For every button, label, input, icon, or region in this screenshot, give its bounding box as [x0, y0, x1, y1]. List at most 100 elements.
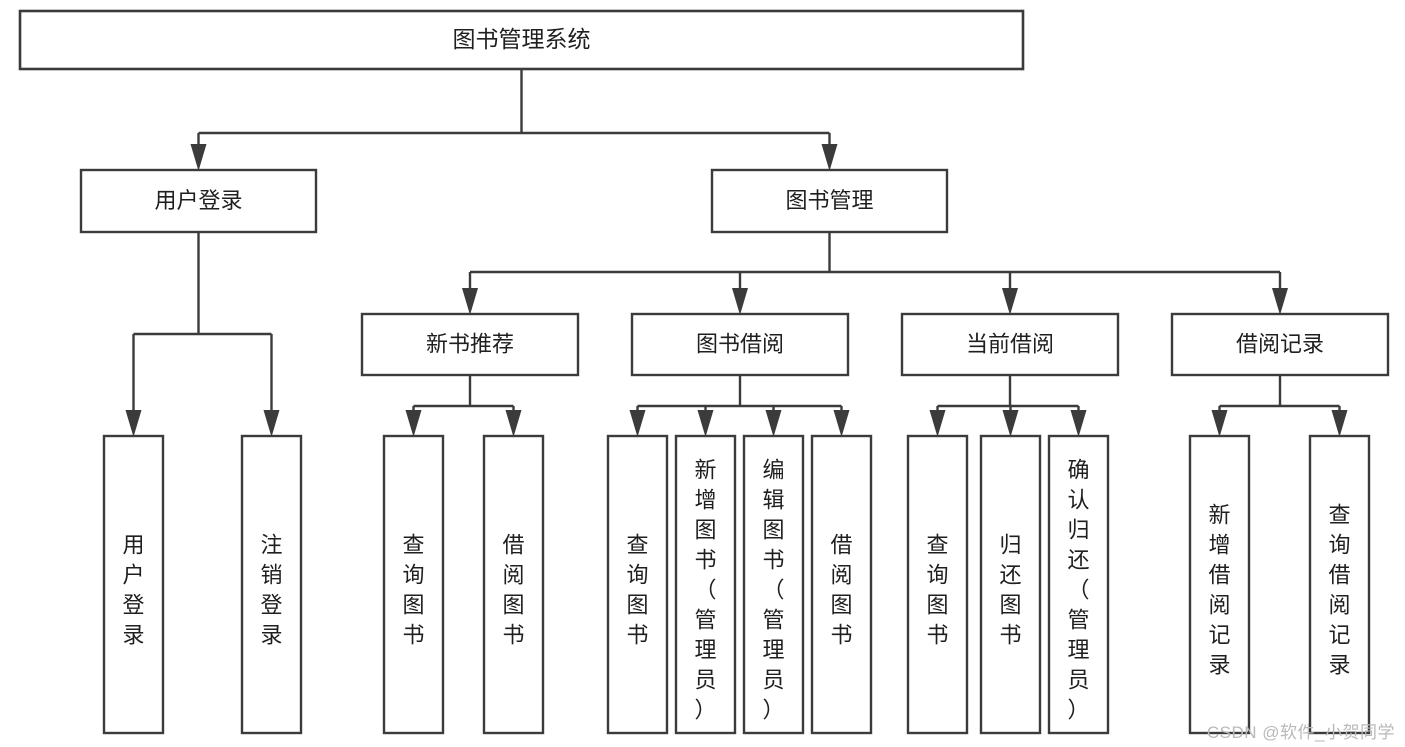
- node-box-leaf_edit_book[interactable]: [742, 434, 805, 735]
- node-label-char: 用: [122, 532, 144, 557]
- node-label-char: 还: [999, 562, 1021, 587]
- node-box-leaf_query_book_c[interactable]: [906, 434, 969, 735]
- node-leaf_confirm_return[interactable]: 确认归还（管理员）: [1047, 434, 1110, 735]
- node-label-char: 阅: [502, 562, 524, 587]
- node-label-leaf_query_book_b: 查询图书: [626, 532, 648, 647]
- node-label-leaf_query_book_a: 查询图书: [402, 532, 424, 647]
- node-label-char: 增: [694, 487, 716, 512]
- arrow-head-icon: [1331, 410, 1348, 437]
- node-box-leaf_add_book[interactable]: [674, 434, 737, 735]
- node-current_borrow[interactable]: 当前借阅: [900, 312, 1120, 377]
- node-leaf_query_record[interactable]: 查询借阅记录: [1308, 434, 1371, 735]
- node-leaf_edit_book[interactable]: 编辑图书（管理员）: [742, 434, 805, 735]
- node-leaf_query_book_b[interactable]: 查询图书: [606, 434, 669, 735]
- node-box-user_login[interactable]: [79, 168, 318, 234]
- node-label-char: （: [1067, 577, 1089, 602]
- node-label-char: （: [762, 577, 784, 602]
- node-book_borrow[interactable]: 图书借阅: [630, 312, 850, 377]
- arrow-head-icon: [833, 410, 850, 437]
- node-label-user_login: 用户登录: [154, 188, 242, 213]
- node-label-char: 理: [1067, 637, 1089, 662]
- node-box-leaf_add_record[interactable]: [1188, 434, 1251, 735]
- node-label-new_book_rec: 新书推荐: [426, 331, 514, 356]
- node-leaf_add_record[interactable]: 新增借阅记录: [1188, 434, 1251, 735]
- node-box-borrow_record[interactable]: [1170, 312, 1390, 377]
- arrow-head-icon: [765, 410, 782, 437]
- connector-book_mgmt: [462, 232, 1288, 315]
- node-label-root: 图书管理系统: [453, 26, 591, 52]
- node-label-char: 新: [1208, 502, 1230, 527]
- arrow-head-icon: [462, 288, 478, 315]
- node-box-leaf_confirm_return[interactable]: [1047, 434, 1110, 735]
- node-label-char: 记: [1208, 622, 1230, 647]
- node-box-leaf_borrow_book_b[interactable]: [810, 434, 873, 735]
- node-label-leaf_borrow_book_b: 借阅图书: [830, 532, 852, 647]
- node-box-leaf_return_book[interactable]: [979, 434, 1042, 735]
- node-box-leaf_logout[interactable]: [240, 434, 303, 735]
- node-label-char: 录: [1328, 652, 1350, 677]
- node-label-char: 录: [1208, 652, 1230, 677]
- node-label-char: 阅: [830, 562, 852, 587]
- node-leaf_query_book_a[interactable]: 查询图书: [382, 434, 445, 735]
- node-box-new_book_rec[interactable]: [360, 312, 580, 377]
- node-label-char: 图: [830, 592, 852, 617]
- connector-new_book_rec: [405, 375, 522, 437]
- node-leaf_borrow_book_a[interactable]: 借阅图书: [482, 434, 545, 735]
- node-box-book_borrow[interactable]: [630, 312, 850, 377]
- node-leaf_user_login[interactable]: 用户登录: [102, 434, 165, 735]
- node-label-leaf_query_record: 查询借阅记录: [1328, 502, 1350, 677]
- node-box-leaf_query_book_a[interactable]: [382, 434, 445, 735]
- node-label-char: 理: [694, 637, 716, 662]
- node-label-char: 员: [694, 667, 716, 692]
- node-label-char: 询: [926, 562, 948, 587]
- node-leaf_return_book[interactable]: 归还图书: [979, 434, 1042, 735]
- node-box-leaf_user_login[interactable]: [102, 434, 165, 735]
- node-root[interactable]: 图书管理系统: [18, 9, 1025, 71]
- node-label-char: 借: [502, 532, 524, 557]
- node-label-char: 管: [694, 607, 716, 632]
- node-box-root[interactable]: [18, 9, 1025, 71]
- node-label-book_mgmt: 图书管理: [785, 188, 873, 213]
- node-label-char: ）: [694, 697, 716, 722]
- node-label-leaf_add_book: 新增图书（管理员）: [694, 457, 716, 722]
- arrow-head-icon: [190, 144, 207, 171]
- node-box-leaf_borrow_book_a[interactable]: [482, 434, 545, 735]
- node-user_login[interactable]: 用户登录: [79, 168, 318, 234]
- node-box-leaf_query_record[interactable]: [1308, 434, 1371, 735]
- node-book_mgmt[interactable]: 图书管理: [710, 168, 949, 234]
- arrow-head-icon: [1002, 288, 1018, 315]
- node-box-leaf_query_book_b[interactable]: [606, 434, 669, 735]
- connector-borrow_record: [1211, 375, 1348, 437]
- node-label-char: 借: [1208, 562, 1230, 587]
- node-box-current_borrow[interactable]: [900, 312, 1120, 377]
- node-label-book_borrow: 图书借阅: [696, 331, 784, 356]
- node-leaf_borrow_book_b[interactable]: 借阅图书: [810, 434, 873, 735]
- node-label-char: 归: [999, 532, 1021, 557]
- node-label-char: 录: [260, 622, 282, 647]
- node-label-char: 书: [926, 622, 948, 647]
- node-label-char: 书: [402, 622, 424, 647]
- arrow-head-icon: [1211, 410, 1228, 437]
- node-label-char: 查: [926, 532, 948, 557]
- node-leaf_logout[interactable]: 注销登录: [240, 434, 303, 735]
- arrow-head-icon: [405, 410, 422, 437]
- arrow-head-icon: [125, 410, 142, 437]
- node-leaf_add_book[interactable]: 新增图书（管理员）: [674, 434, 737, 735]
- node-label-char: 查: [402, 532, 424, 557]
- node-label-char: 理: [762, 637, 784, 662]
- node-box-book_mgmt[interactable]: [710, 168, 949, 234]
- node-label-char: 管: [762, 607, 784, 632]
- node-label-char: ）: [1067, 697, 1089, 722]
- node-borrow_record[interactable]: 借阅记录: [1170, 312, 1390, 377]
- node-label-char: 管: [1067, 607, 1089, 632]
- node-new_book_rec[interactable]: 新书推荐: [360, 312, 580, 377]
- arrow-head-icon: [263, 410, 280, 437]
- node-leaf_query_book_c[interactable]: 查询图书: [906, 434, 969, 735]
- node-label-char: 员: [1067, 667, 1089, 692]
- arrow-head-icon: [1002, 410, 1019, 437]
- node-label-char: 注: [260, 532, 282, 557]
- arrow-head-icon: [1272, 288, 1288, 315]
- node-label-current_borrow: 当前借阅: [966, 331, 1054, 356]
